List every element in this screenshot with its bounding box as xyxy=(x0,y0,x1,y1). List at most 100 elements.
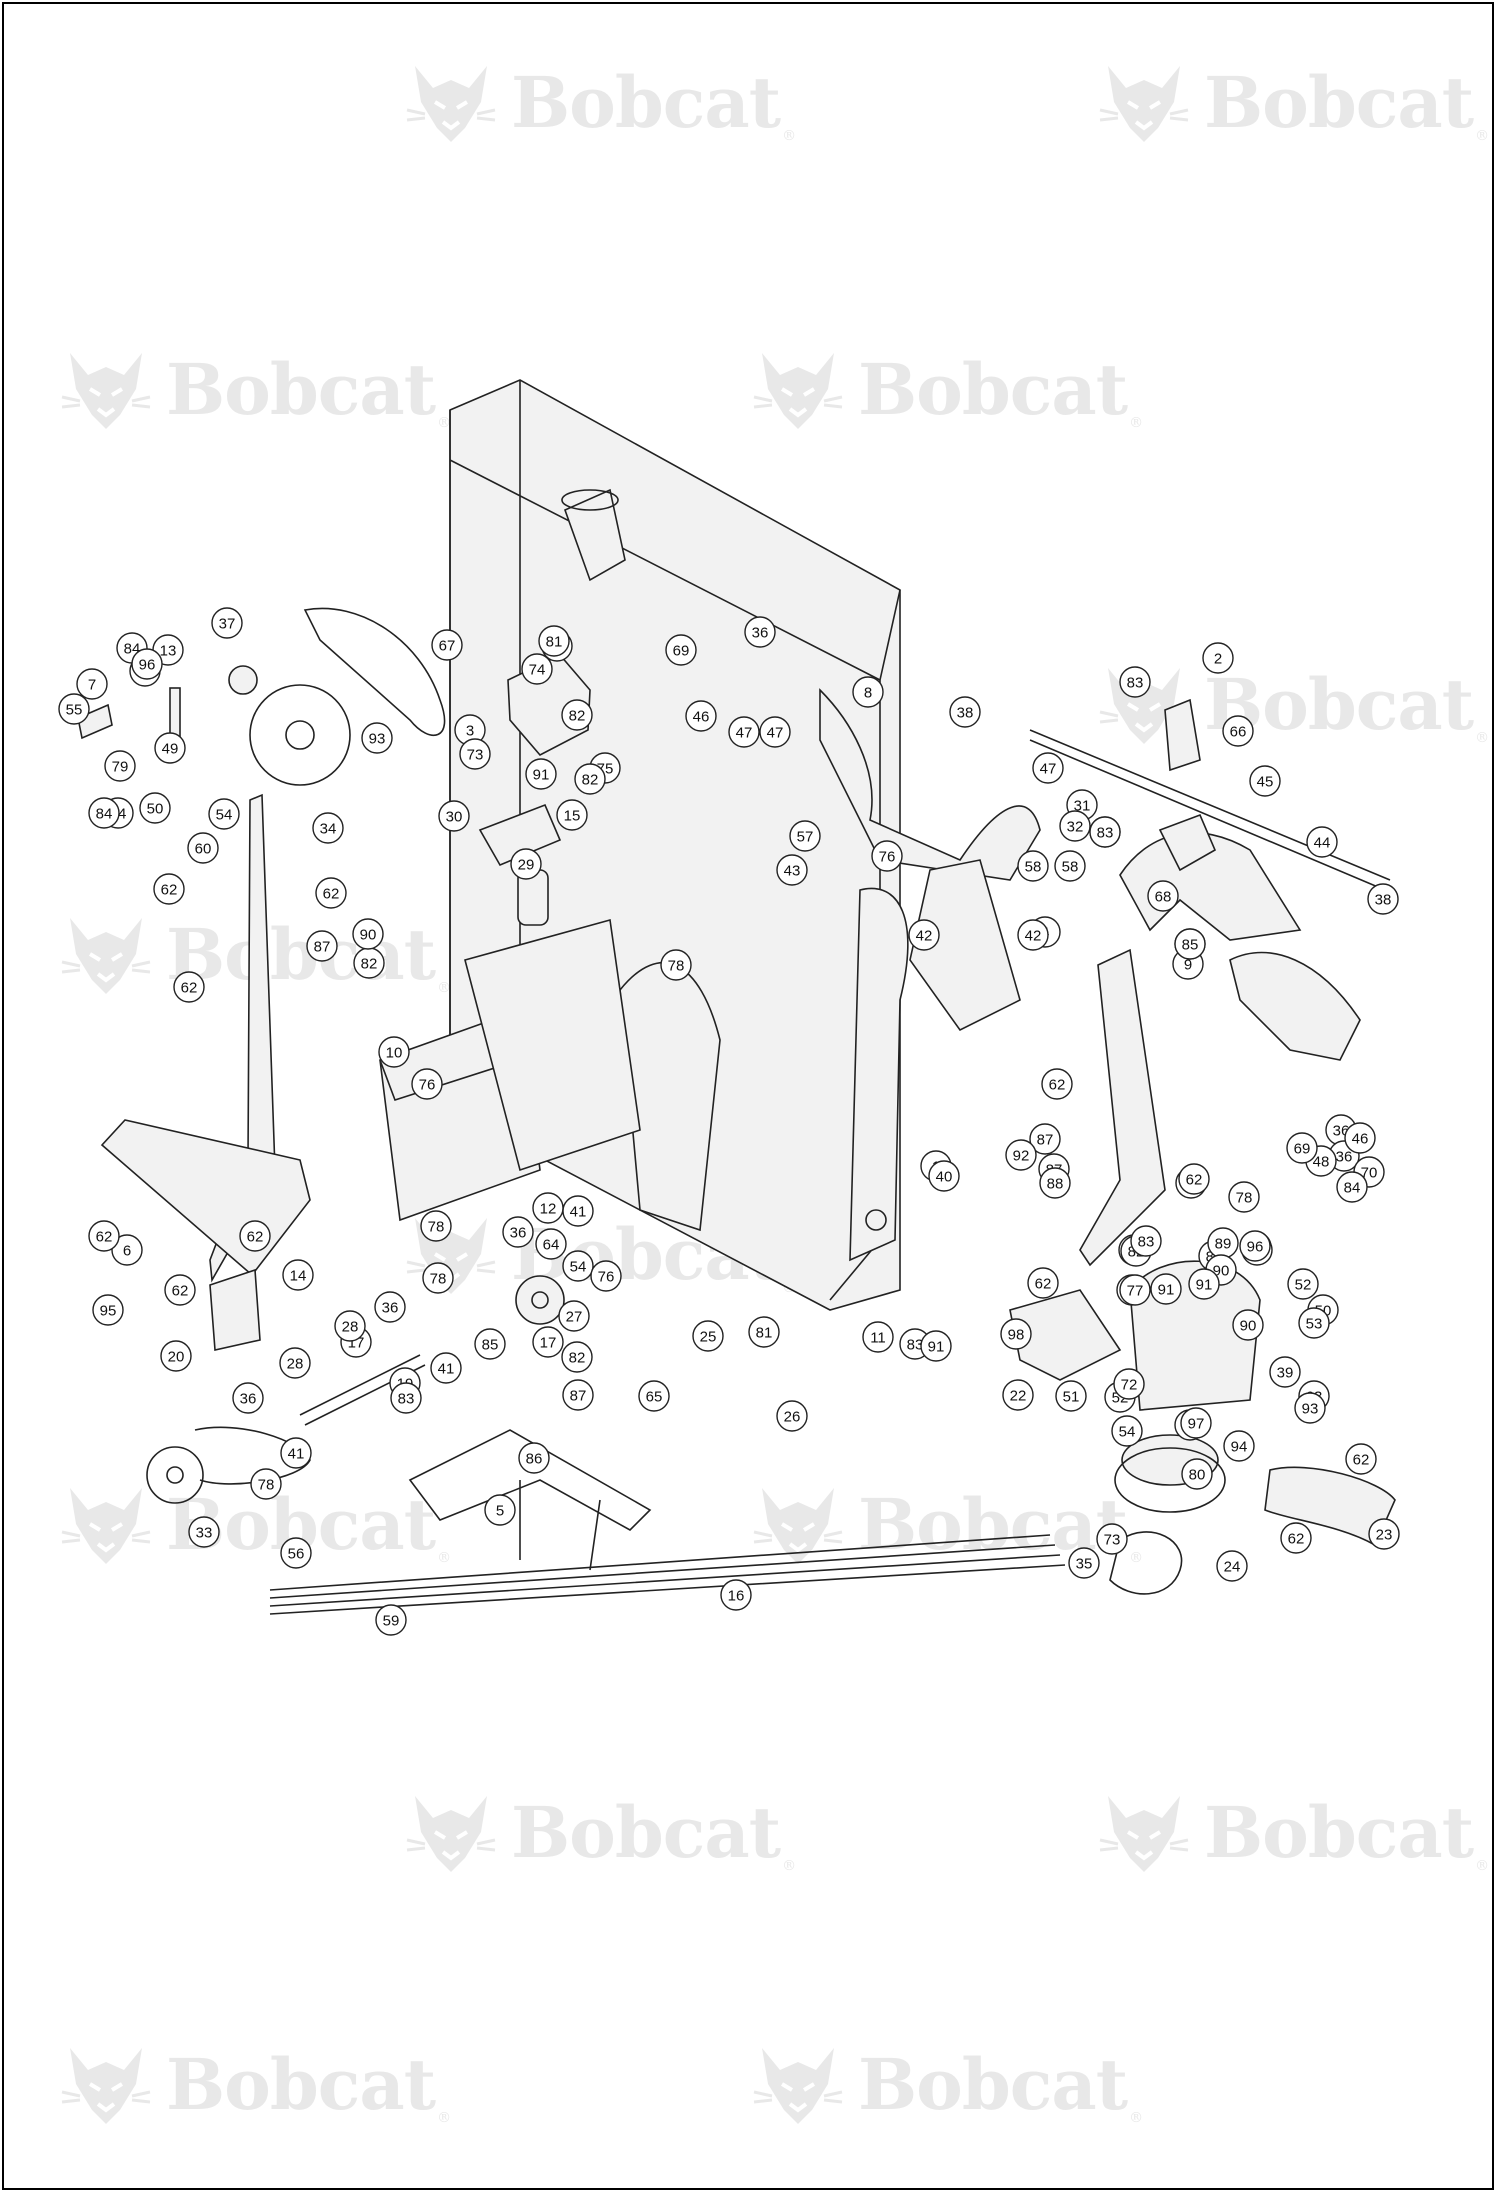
callout-label: 91 xyxy=(928,1339,945,1356)
callout-98: 98 xyxy=(1000,1318,1032,1350)
bobcat-head-logo-icon xyxy=(406,1796,496,1872)
callout-76: 76 xyxy=(871,840,903,872)
callout-33: 33 xyxy=(188,1516,220,1548)
callout-36: 36 xyxy=(232,1382,264,1414)
callout-10: 10 xyxy=(378,1036,410,1068)
callout-91: 91 xyxy=(920,1330,952,1362)
callout-81: 81 xyxy=(538,625,570,657)
callout-59: 59 xyxy=(375,1604,407,1636)
callout-62: 62 xyxy=(315,877,347,909)
callout-label: 41 xyxy=(288,1446,305,1463)
discharge-chute xyxy=(1009,1260,1396,1595)
callout-label: 53 xyxy=(1306,1316,1323,1333)
callout-label: 36 xyxy=(1336,1149,1353,1166)
callout-label: 96 xyxy=(139,657,156,674)
callout-label: 83 xyxy=(1127,675,1144,692)
callout-label: 76 xyxy=(419,1077,436,1094)
bobcat-head-logo-icon xyxy=(1099,1796,1189,1872)
callout-label: 54 xyxy=(570,1259,587,1276)
callout-label: 78 xyxy=(258,1477,275,1494)
callout-54: 54 xyxy=(208,798,240,830)
callout-label: 62 xyxy=(96,1229,113,1246)
registered-mark: ® xyxy=(1475,1857,1489,1874)
callout-62: 62 xyxy=(153,873,185,905)
callout-11: 11 xyxy=(862,1321,894,1353)
callout-64: 64 xyxy=(535,1228,567,1260)
callout-32: 32 xyxy=(1059,810,1091,842)
callout-label: 83 xyxy=(1097,825,1114,842)
callout-91: 91 xyxy=(525,758,557,790)
callout-62: 62 xyxy=(164,1274,196,1306)
watermark-brand-text: Bobcat® xyxy=(166,2042,451,2126)
callout-38: 38 xyxy=(1367,883,1399,915)
bobcat-head-logo-icon xyxy=(1099,668,1189,744)
callout-label: 46 xyxy=(1352,1131,1369,1148)
callout-label: 17 xyxy=(540,1335,557,1352)
callout-label: 56 xyxy=(288,1546,305,1563)
callout-label: 30 xyxy=(446,809,463,826)
registered-mark: ® xyxy=(1129,1549,1143,1566)
watermark-brand-text: Bobcat® xyxy=(858,2042,1143,2126)
callout-label: 70 xyxy=(1361,1165,1378,1182)
callout-52: 52 xyxy=(1287,1268,1319,1300)
callout-label: 28 xyxy=(287,1356,304,1373)
registered-mark: ® xyxy=(437,979,451,996)
callout-label: 47 xyxy=(736,725,753,742)
bobcat-head-logo-icon xyxy=(1099,66,1189,142)
callout-label: 81 xyxy=(546,634,563,651)
callout-36: 36 xyxy=(502,1216,534,1248)
callout-label: 38 xyxy=(1375,892,1392,909)
callout-55: 55 xyxy=(58,693,90,725)
callout-12: 12 xyxy=(532,1192,564,1224)
callout-94: 94 xyxy=(1223,1430,1255,1462)
callout-81: 81 xyxy=(748,1316,780,1348)
callout-label: 96 xyxy=(1247,1239,1264,1256)
callout-label: 88 xyxy=(1047,1176,1064,1193)
callout-label: 81 xyxy=(756,1325,773,1342)
callout-label: 62 xyxy=(247,1229,264,1246)
callout-87: 87 xyxy=(1029,1123,1061,1155)
callout-87: 87 xyxy=(562,1379,594,1411)
callout-label: 42 xyxy=(916,928,933,945)
callout-17: 17 xyxy=(532,1326,564,1358)
callout-label: 25 xyxy=(700,1329,717,1346)
bobcat-head-logo-icon xyxy=(753,1488,843,1564)
callout-5: 5 xyxy=(484,1494,516,1526)
registered-mark: ® xyxy=(437,414,451,431)
drive-box xyxy=(379,918,641,1222)
registered-mark: ® xyxy=(782,127,796,144)
callout-label: 54 xyxy=(1119,1424,1136,1441)
callout-36: 36 xyxy=(744,616,776,648)
callout-26: 26 xyxy=(776,1400,808,1432)
callout-24: 24 xyxy=(1216,1550,1248,1582)
small-parts-left xyxy=(77,687,565,1504)
registered-mark: ® xyxy=(1475,127,1489,144)
callout-65: 65 xyxy=(638,1380,670,1412)
callout-39: 39 xyxy=(1269,1356,1301,1388)
callout-label: 82 xyxy=(569,708,586,725)
callout-78: 78 xyxy=(250,1468,282,1500)
callout-83: 83 xyxy=(1119,666,1151,698)
callout-label: 16 xyxy=(728,1588,745,1605)
callout-label: 90 xyxy=(1240,1318,1257,1335)
callout-label: 45 xyxy=(1257,774,1274,791)
callout-58: 58 xyxy=(1017,850,1049,882)
callout-42: 42 xyxy=(1017,919,1049,951)
callout-label: 36 xyxy=(240,1391,257,1408)
callout-label: 43 xyxy=(784,863,801,880)
callout-51: 51 xyxy=(1055,1380,1087,1412)
callout-83: 83 xyxy=(1089,816,1121,848)
watermark-brand-text: Bobcat® xyxy=(1204,60,1489,144)
callout-78: 78 xyxy=(420,1210,452,1242)
callout-label: 86 xyxy=(526,1451,543,1468)
callout-label: 66 xyxy=(1230,724,1247,741)
callout-label: 87 xyxy=(570,1388,587,1405)
callout-label: 78 xyxy=(1236,1190,1253,1207)
watermark-brand-text: Bobcat® xyxy=(1204,1790,1489,1874)
callout-54: 54 xyxy=(562,1250,594,1282)
watermark-brand-text: Bobcat® xyxy=(511,60,796,144)
callout-40: 40 xyxy=(928,1160,960,1192)
callout-78: 78 xyxy=(422,1262,454,1294)
callout-label: 14 xyxy=(290,1268,307,1285)
callout-83: 83 xyxy=(1130,1225,1162,1257)
